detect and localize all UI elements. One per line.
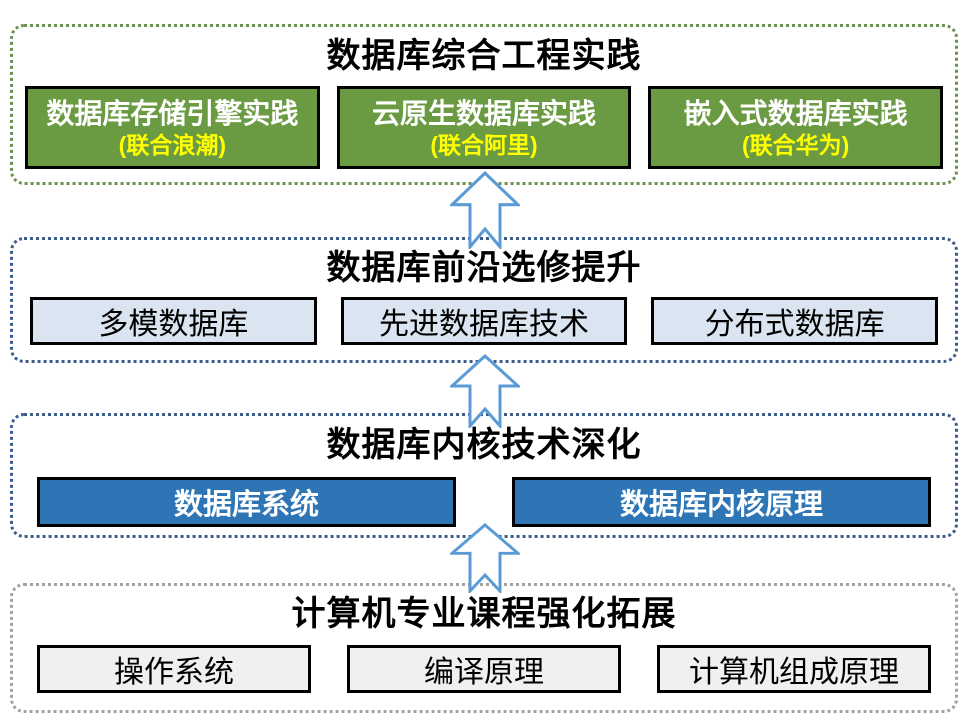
course-label: 嵌入式数据库实践: [683, 98, 908, 129]
course-box-operating-systems: 操作系统: [37, 645, 311, 693]
course-box-database-systems: 数据库系统: [37, 477, 456, 527]
course-partner-label: (联合阿里): [430, 132, 538, 158]
tier-kernel-course-row: 数据库系统 数据库内核原理: [37, 477, 931, 527]
course-box-embedded-practice: 嵌入式数据库实践 (联合华为): [648, 86, 944, 169]
tier-practice-title: 数据库综合工程实践: [326, 37, 642, 75]
tier-kernel-title: 数据库内核技术深化: [326, 426, 642, 464]
tier-practice-course-row: 数据库存储引擎实践 (联合浪潮) 云原生数据库实践 (联合阿里) 嵌入式数据库实…: [25, 86, 944, 169]
course-box-distributed-db: 分布式数据库: [651, 297, 939, 345]
up-arrow-icon: [450, 523, 520, 593]
course-box-computer-organization: 计算机组成原理: [657, 645, 931, 693]
tier-practice: 数据库综合工程实践 数据库存储引擎实践 (联合浪潮) 云原生数据库实践 (联合阿…: [10, 24, 958, 185]
course-box-advanced-db-tech: 先进数据库技术: [340, 297, 628, 345]
course-label: 云原生数据库实践: [372, 98, 597, 129]
course-box-cloud-native-practice: 云原生数据库实践 (联合阿里): [336, 86, 632, 169]
course-box-database-kernel-principles: 数据库内核原理: [512, 477, 931, 527]
course-box-compiler-principles: 编译原理: [347, 645, 621, 693]
course-partner-label: (联合华为): [742, 132, 850, 158]
up-arrow-icon: [450, 171, 520, 249]
course-box-storage-engine-practice: 数据库存储引擎实践 (联合浪潮): [25, 86, 320, 169]
tier-foundation-course-row: 操作系统 编译原理 计算机组成原理: [37, 645, 931, 693]
tier-foundation-title: 计算机专业课程强化拓展: [291, 595, 677, 633]
tier-electives-title: 数据库前沿选修提升: [326, 249, 642, 287]
tier-kernel: 数据库内核技术深化 数据库系统 数据库内核原理: [10, 413, 958, 538]
course-box-multimodel-db: 多模数据库: [30, 297, 317, 345]
up-arrow-icon: [450, 354, 520, 428]
tier-electives: 数据库前沿选修提升 多模数据库 先进数据库技术 分布式数据库: [10, 237, 958, 363]
course-partner-label: (联合浪潮): [118, 132, 226, 158]
tier-foundation: 计算机专业课程强化拓展 操作系统 编译原理 计算机组成原理: [10, 583, 958, 713]
tier-electives-course-row: 多模数据库 先进数据库技术 分布式数据库: [30, 297, 939, 345]
course-label: 数据库存储引擎实践: [46, 98, 299, 129]
